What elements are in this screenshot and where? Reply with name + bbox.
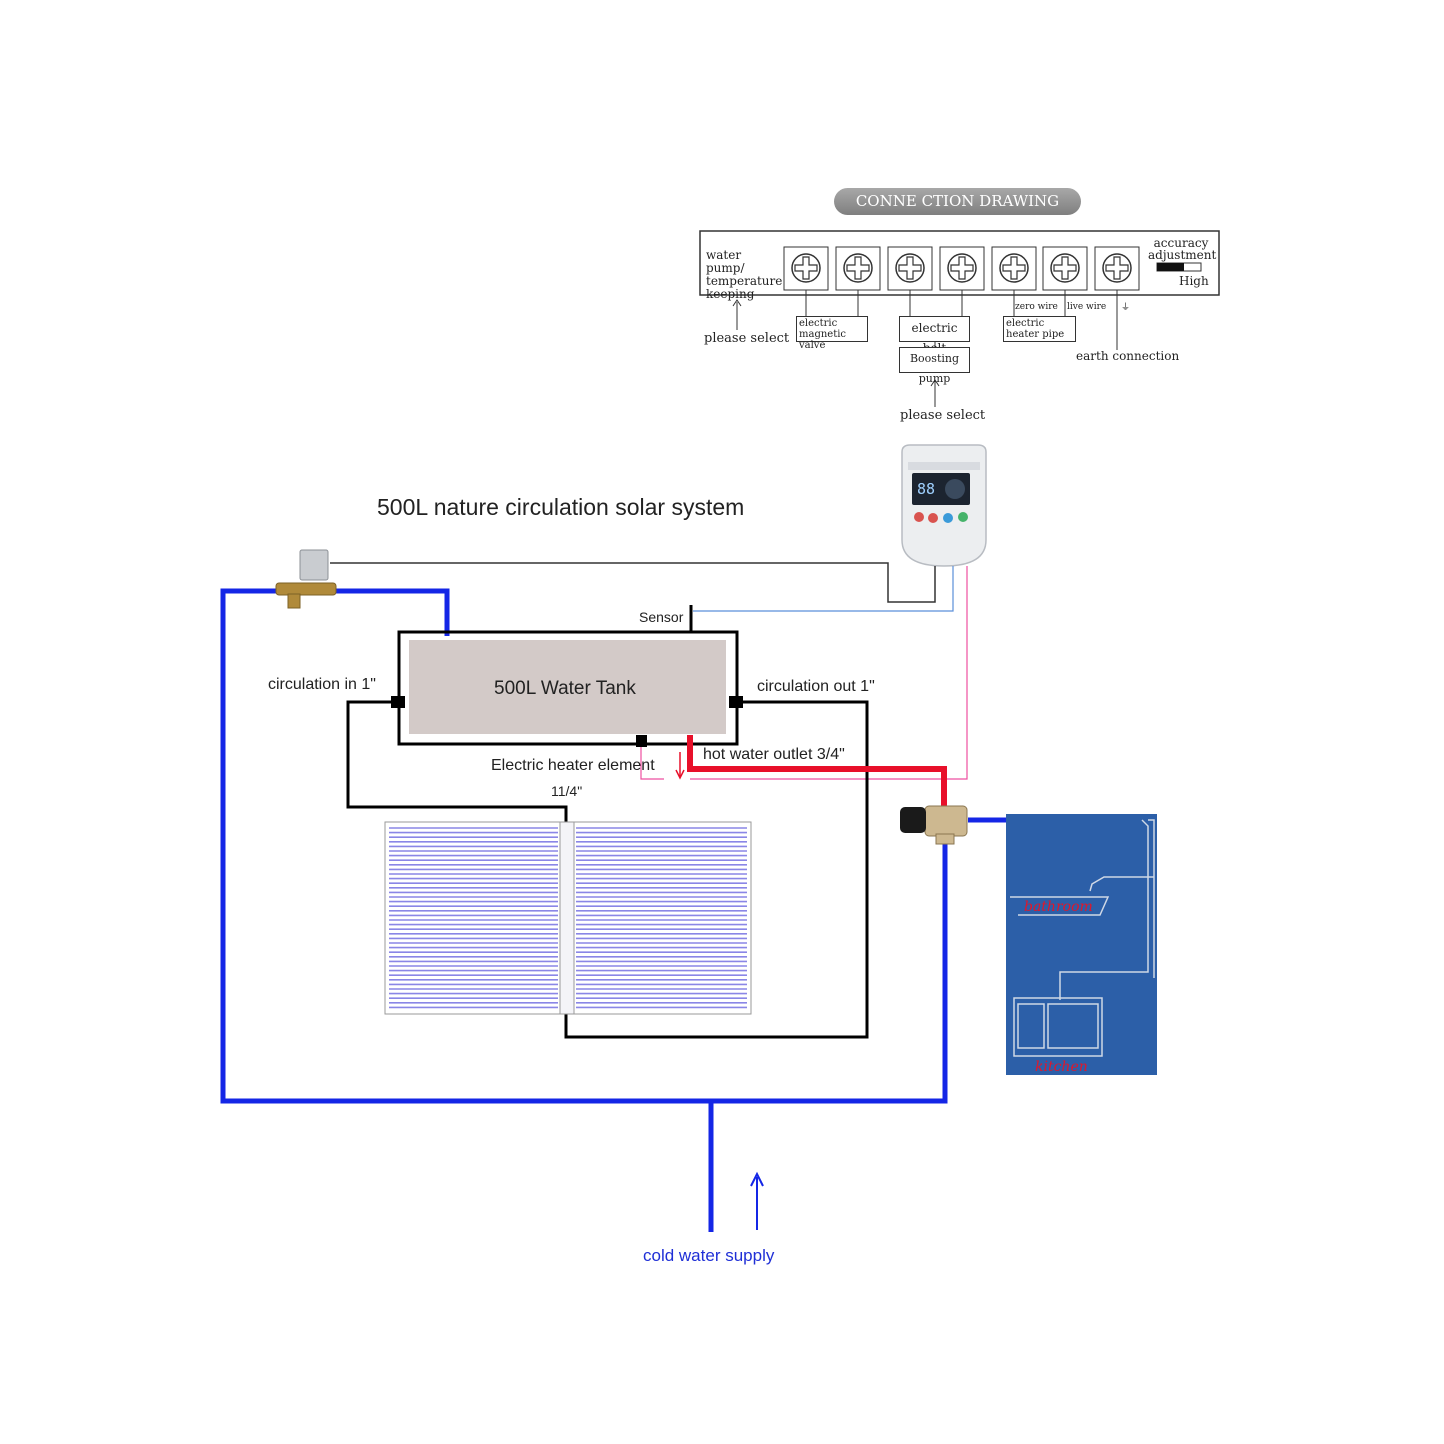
solar-collector [384, 821, 752, 1015]
sensor-label: Sensor [639, 609, 684, 625]
circulation-pipes [346, 700, 869, 1039]
terminal-leader-lines [732, 290, 1118, 407]
terminal-cross-icon [1053, 256, 1077, 280]
water-tank-label: 500L Water Tank [494, 678, 636, 699]
circulation-out-port [729, 696, 743, 708]
terminal-screw-icon [999, 253, 1029, 283]
electric-heater-pipe-box: electric heater pipe [1003, 316, 1076, 342]
valve-control-wire [330, 562, 936, 603]
terminal-screw-icon [1050, 253, 1080, 283]
earth-connection-label: earth connection [1076, 349, 1180, 363]
kitchen-sink-icon [1013, 997, 1103, 1057]
controller-unit [901, 444, 987, 567]
terminal-screw-icon [791, 253, 821, 283]
connection-drawing-title: CONNE CTION DRAWING [834, 188, 1081, 215]
earth-symbol: ⏚ [1121, 303, 1131, 313]
terminal-screws [783, 246, 1140, 291]
controller-button[interactable] [943, 513, 953, 523]
electric-heater-element-label: Electric heater element [491, 757, 655, 774]
terminal-cross-icon [1105, 256, 1129, 280]
circulation-in-port [391, 696, 405, 708]
accuracy-high-label: High [1179, 274, 1209, 288]
terminal-screw-icon [843, 253, 873, 283]
heater-element-port [636, 735, 647, 747]
terminal-screw-icon [895, 253, 925, 283]
accuracy-label: accuracy adjustment [1148, 236, 1217, 262]
circulation-out-label: circulation out 1" [757, 678, 875, 695]
bathtub-icon [1010, 896, 1110, 916]
heater-element-wire [640, 744, 664, 780]
live-wire-label: live wire [1067, 302, 1107, 312]
terminal-cross-icon [794, 256, 818, 280]
magnetic-valve [275, 549, 337, 609]
electric-magnetic-valve-box: electric magnetic valve [796, 316, 868, 351]
circulation-in-label: circulation in 1" [268, 676, 376, 693]
collector-header [559, 821, 575, 1015]
cold-water-supply-label: cold water supply [643, 1246, 775, 1265]
cold-water-arrow [750, 1171, 764, 1230]
terminal-screw-icon [1102, 253, 1132, 283]
please-select-left: please select [704, 331, 790, 346]
hot-water-pipe [687, 735, 947, 806]
mixing-valve [900, 805, 968, 845]
controller-button[interactable] [958, 512, 968, 522]
accuracy-slider-fill [1157, 263, 1184, 271]
collector-pipe-size-label: 11/4" [551, 783, 583, 799]
hot-water-outlet-label: hot water outlet 3/4" [703, 746, 845, 763]
bathroom-label: bathroom [1024, 899, 1093, 915]
terminal-cross-icon [1002, 256, 1026, 280]
controller-button[interactable] [928, 513, 938, 523]
controller-button[interactable] [914, 512, 924, 522]
house-panel [1006, 814, 1157, 1075]
water-tank [409, 640, 726, 734]
zero-wire-label: zero wire [1015, 302, 1058, 312]
water-pump-label: water pump/ temperature keeping [706, 248, 783, 301]
hot-water-arrow [675, 752, 685, 780]
sensor-wire [693, 566, 954, 612]
please-select-bottom: please select [900, 408, 986, 423]
terminal-cross-icon [898, 256, 922, 280]
terminal-screw-icon [947, 253, 977, 283]
system-title: 500L nature circulation solar system [377, 494, 745, 520]
electric-belt-box: electric belt [899, 316, 970, 355]
controller-display-digits: 88 [917, 480, 936, 498]
boosting-pump-box: Boosting pump [899, 347, 970, 385]
water-tank-frame [397, 630, 739, 746]
terminal-cross-icon [950, 256, 974, 280]
terminal-cross-icon [846, 256, 870, 280]
heater-power-wire [690, 566, 968, 780]
kitchen-label: kitchen [1035, 1059, 1088, 1075]
